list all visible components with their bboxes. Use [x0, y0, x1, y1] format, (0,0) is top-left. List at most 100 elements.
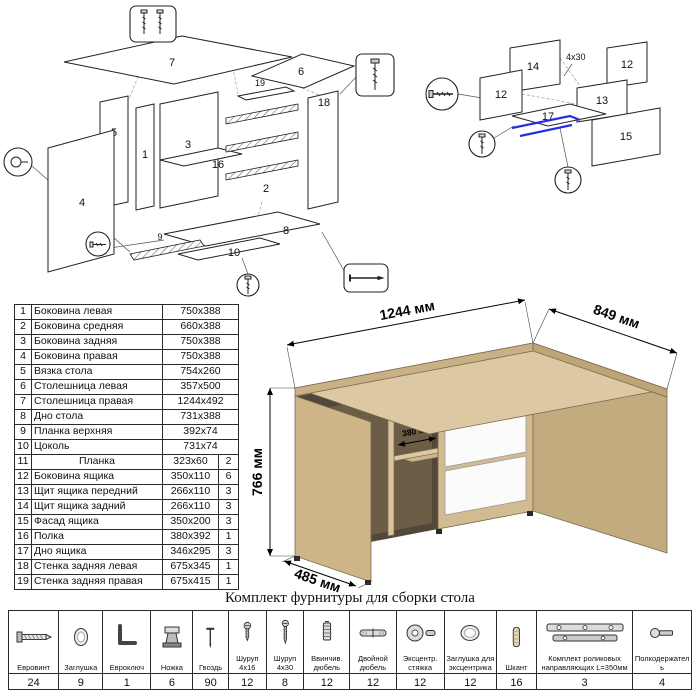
shelf-panel: 16 [159, 147, 243, 171]
part-label-10: 10 [228, 247, 240, 259]
desk-render: 380 мм 1244 мм 849 мм [249, 297, 678, 595]
hardware-qty: 3 [535, 673, 634, 690]
part-label-18: 18 [318, 97, 330, 109]
drawer-facade-panel: 15 [591, 107, 661, 167]
hardware-qty: 12 [303, 673, 351, 690]
part-label-12a: 12 [621, 59, 633, 71]
drawer-rails: 2 [225, 103, 299, 195]
part-label-14: 14 [527, 61, 539, 73]
desk-legs [294, 511, 533, 585]
screw-in-dowel-icon [322, 621, 332, 641]
hardware-name: Ввинчив. дюбель [311, 654, 343, 672]
part-label-3: 3 [185, 139, 191, 151]
hardware-qty: 8 [265, 673, 305, 690]
screw-size-label: 4x30 [566, 52, 586, 62]
exploded-view-desk: 7 6 19 18 5 1 3 16 2 4 8 [3, 5, 395, 297]
part-label-7: 7 [169, 57, 175, 69]
hardware-qty: 90 [192, 673, 229, 690]
roller-icon [10, 156, 28, 168]
screw-callout-left [425, 77, 459, 111]
drawer-side-panel-right: 12 [606, 41, 648, 89]
nail-icon [349, 274, 385, 282]
confirmat-screw-icon [16, 631, 52, 643]
hardware-name: Заглушка для эксцентрика [446, 654, 495, 672]
hardware-qty: 12 [349, 673, 397, 690]
hardware-name: Евроключ [109, 662, 145, 672]
top-plank-strip: 9 [129, 232, 205, 261]
desk-left-side-panel [294, 395, 372, 583]
hardware-qty: 1 [102, 673, 152, 690]
hardware-name: Двойной дюбель [358, 654, 388, 672]
hardware-name: Шкант [505, 662, 528, 672]
screw-callout-bottom [554, 166, 582, 194]
hardware-name: Шуруп 4x30 [273, 654, 297, 672]
part-label-6: 6 [298, 66, 304, 78]
panel-top-right: 7 [63, 35, 293, 85]
leg-icon [162, 626, 182, 648]
dim-depth-label: 849 мм [591, 301, 642, 332]
panel-back-middle: 3 [159, 91, 219, 209]
part-label-15: 15 [620, 131, 632, 143]
hardware-name: Евровинт [17, 662, 51, 672]
hardware-name: Полкодержатель [634, 654, 690, 672]
drawer-side-panel-left: 12 [479, 69, 523, 121]
dim-height-label: 766 мм [249, 448, 265, 496]
hardware-name: Ножка [160, 662, 183, 672]
confirmat-screw-icon [428, 90, 453, 98]
shelf-pin-icon [650, 628, 674, 639]
cam-lock-icon [406, 624, 436, 642]
part-label-4: 4 [79, 197, 85, 209]
drawer-slide-icon [546, 623, 624, 642]
nail-icon [206, 628, 215, 649]
part-label-19: 19 [255, 78, 265, 88]
screw-icon [564, 169, 572, 190]
fastener-callout-top [129, 5, 177, 43]
cap-icon [73, 628, 88, 647]
hardware-qty-row: 24 9 1 6 90 12 8 12 12 12 12 16 3 4 [7, 673, 692, 690]
hardware-name: Комплект роликовых направляющих L=350мм [541, 654, 628, 672]
part-label-8: 8 [283, 225, 289, 237]
desk-top [293, 342, 669, 435]
screw-size-note: 4x30 [563, 52, 586, 77]
part-label-12b: 12 [495, 89, 507, 101]
hardware-name: Заглушка [64, 662, 98, 672]
hardware-qty: 16 [496, 673, 537, 690]
screw-callout-mid [468, 130, 496, 158]
screw-callout-left [85, 231, 111, 257]
hardware-qty: 9 [58, 673, 104, 690]
screw-4x30-icon [281, 619, 289, 645]
plinth-panel: 10 [177, 237, 281, 261]
dim-height: 766 мм [249, 387, 295, 557]
roller-callout [3, 147, 33, 177]
slide-rails-highlight [511, 114, 581, 138]
hardware-name: Эксцентр. стяжка [402, 654, 438, 672]
nail-callout [343, 263, 389, 293]
panel-side-right: 18 [307, 90, 339, 210]
callout-leader-lines [457, 93, 569, 168]
screw-icon [244, 275, 252, 294]
part-label-16: 16 [212, 159, 224, 171]
hardware-kit-title: Комплект фурнитуры для сборки стола [225, 590, 475, 606]
hardware-qty: 6 [150, 673, 194, 690]
hardware-qty: 12 [395, 673, 445, 690]
panel-top-left: 6 [250, 53, 356, 89]
hardware-kit-table: Евровинт Заглушка Евроключ Ножка Гвоздь … [7, 610, 692, 690]
screw-icon [140, 9, 164, 34]
